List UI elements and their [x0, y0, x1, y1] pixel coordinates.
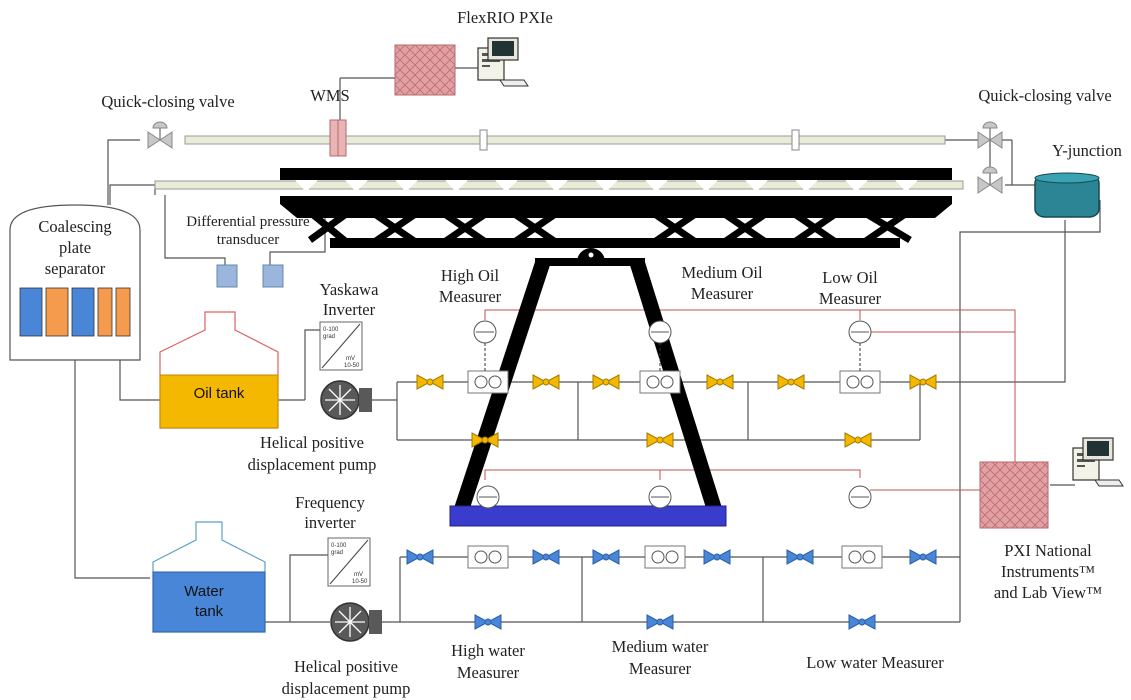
high-water-label-2: Measurer — [457, 663, 520, 682]
wms-label: WMS — [310, 86, 349, 105]
water-tank — [152, 521, 266, 633]
frequency-inverter-label-1: Frequency — [295, 493, 365, 512]
gate-valve-icon — [786, 549, 814, 565]
quick-closing-valve-right-bottom-icon — [977, 166, 1003, 194]
low-water-label: Low water Measurer — [806, 653, 944, 672]
dpt-sensor-right — [262, 264, 284, 288]
gate-valve-icon — [592, 374, 620, 390]
computer-icon — [1072, 437, 1124, 487]
base-platform — [449, 505, 727, 527]
frequency-inverter-panel: 0-100 grad mV 10-50 — [327, 537, 371, 587]
water-tank-label-1: Water — [184, 583, 223, 600]
oil-tank — [159, 311, 279, 429]
quick-closing-valve-left-label: Quick-closing valve — [101, 92, 234, 111]
dpt-sensor-left — [216, 264, 238, 288]
flowmeter-icon — [841, 545, 883, 569]
quick-closing-valve-right-label: Quick-closing valve — [978, 86, 1111, 105]
flexrio-label: FlexRIO PXIe — [457, 8, 553, 27]
oil-tank-label: Oil tank — [194, 385, 245, 402]
yaskawa-label-1: Yaskawa — [320, 280, 379, 299]
water-pump-label-2: displacement pump — [282, 679, 411, 698]
gate-valve-icon — [909, 549, 937, 565]
pxi-label-3: and Lab View™ — [994, 583, 1102, 602]
flowmeter-icon — [639, 370, 681, 394]
separator-label-1: Coalescing — [38, 217, 111, 236]
inclinable-truss — [280, 168, 952, 508]
gate-valve-icon — [592, 549, 620, 565]
water-tank-label-2: tank — [195, 603, 224, 620]
svg-text:0-100: 0-100 — [331, 543, 347, 549]
quick-closing-valve-left-icon — [147, 121, 173, 149]
low-oil-label-1: Low Oil — [822, 268, 878, 287]
svg-text:grad: grad — [331, 550, 343, 556]
gate-valve-icon — [777, 374, 805, 390]
signal-lines — [484, 309, 1016, 491]
svg-text:0-100: 0-100 — [323, 327, 339, 333]
gate-valve-icon — [848, 614, 876, 630]
gate-valve-icon — [706, 374, 734, 390]
dpt-label-1: Differential pressure — [186, 214, 310, 230]
gate-valve-icon — [532, 374, 560, 390]
gate-valve-icon — [703, 549, 731, 565]
pxi-label-1: PXI National — [1004, 541, 1092, 560]
flowmeter-icon — [467, 545, 509, 569]
medium-water-label-2: Measurer — [629, 659, 692, 678]
oil-pump-icon — [320, 380, 373, 420]
medium-oil-label-1: Medium Oil — [681, 263, 763, 282]
high-oil-label-1: High Oil — [441, 266, 500, 285]
high-water-label-1: High water — [451, 641, 525, 660]
medium-water-label-1: Medium water — [612, 637, 709, 656]
low-oil-label-2: Measurer — [819, 289, 882, 308]
medium-oil-label-2: Measurer — [691, 284, 754, 303]
svg-text:grad: grad — [323, 334, 335, 340]
gate-valve-icon — [406, 549, 434, 565]
labels: FlexRIO PXIe WMS Quick-closing valve Qui… — [38, 8, 1122, 698]
oil-pump-label-2: displacement pump — [248, 455, 377, 474]
flowmeter-icon — [839, 370, 881, 394]
gate-valve-icon — [909, 374, 937, 390]
svg-text:mV: mV — [346, 356, 355, 362]
water-pump-icon — [330, 602, 383, 642]
yaskawa-inverter-panel: 0-100 grad mV 10-50 — [319, 321, 363, 371]
pxi-label-2: Instruments™ — [1001, 562, 1095, 581]
coalescing-plate-separator — [9, 204, 141, 361]
svg-text:mV: mV — [354, 572, 363, 578]
water-pump-label-1: Helical positive — [294, 657, 398, 676]
svg-text:10-50: 10-50 — [352, 579, 368, 585]
high-oil-label-2: Measurer — [439, 287, 502, 306]
gate-valve-icon — [646, 614, 674, 630]
gate-valve-icon — [844, 432, 872, 448]
flowmeter-icon — [644, 545, 686, 569]
y-junction — [1034, 172, 1100, 218]
flowmeter-icon — [467, 370, 509, 394]
pxi-module — [979, 461, 1049, 529]
computer-icon — [477, 37, 529, 87]
gate-valve-icon — [416, 374, 444, 390]
oil-pump-label-1: Helical positive — [260, 433, 364, 452]
dpt-label-2: transducer — [217, 232, 279, 248]
yaskawa-label-2: Inverter — [323, 300, 376, 319]
gate-valve-icon — [474, 614, 502, 630]
gate-valve-icon — [532, 549, 560, 565]
y-junction-label: Y-junction — [1052, 141, 1122, 160]
gate-valve-icon — [646, 432, 674, 448]
separator-label-3: separator — [45, 259, 106, 278]
frequency-inverter-label-2: inverter — [304, 513, 356, 532]
water-measurers — [467, 485, 883, 569]
separator-label-2: plate — [59, 238, 91, 257]
wms-sensor — [329, 119, 347, 157]
svg-text:10-50: 10-50 — [344, 363, 360, 369]
flexrio-module — [394, 44, 456, 96]
